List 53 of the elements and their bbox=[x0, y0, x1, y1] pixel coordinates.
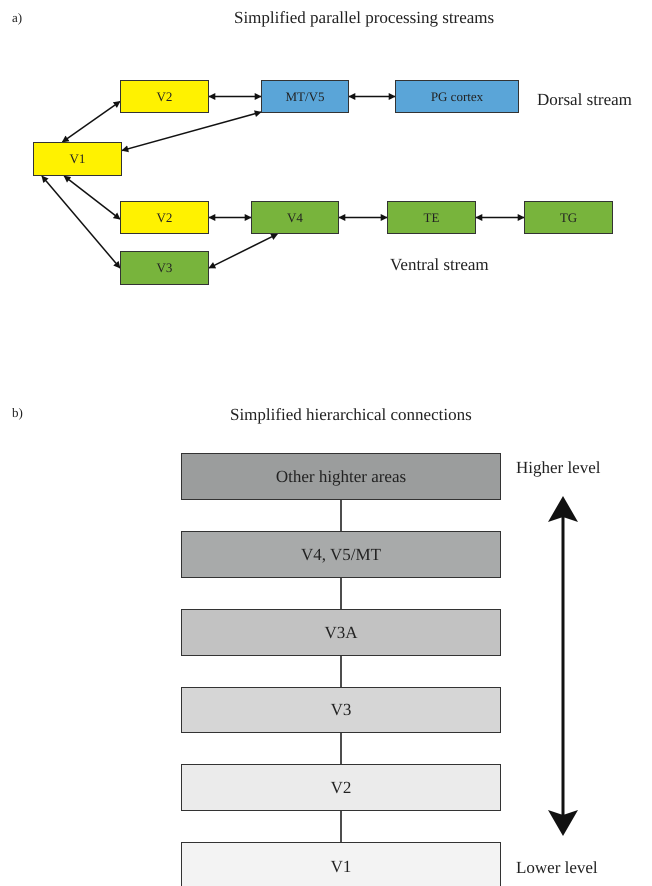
area-label: V4, V5/MT bbox=[301, 544, 381, 564]
connector-line bbox=[340, 733, 342, 764]
area-label: V2 bbox=[156, 88, 172, 104]
area-box bbox=[251, 201, 339, 234]
area-box bbox=[120, 251, 209, 285]
area-label: V2 bbox=[330, 778, 352, 798]
level-box bbox=[181, 531, 501, 578]
area-label: V3 bbox=[330, 700, 352, 720]
annotation-label: Higher level bbox=[516, 458, 600, 478]
area-box bbox=[261, 80, 349, 113]
connector-line bbox=[340, 811, 342, 842]
area-label: V4 bbox=[287, 210, 303, 226]
double-arrow bbox=[338, 214, 388, 221]
level-box bbox=[181, 453, 501, 500]
panel-letter: b) bbox=[12, 405, 23, 421]
level-box bbox=[181, 764, 501, 811]
area-label: Other highter areas bbox=[276, 466, 406, 486]
area-box bbox=[395, 80, 519, 113]
panel-letter: a) bbox=[12, 10, 22, 26]
panel-title: Simplified hierarchical connections bbox=[230, 405, 472, 425]
area-label: PG cortex bbox=[430, 88, 484, 104]
panel-title: Simplified parallel processing streams bbox=[234, 8, 494, 28]
connector-line bbox=[340, 500, 342, 531]
level-box bbox=[181, 842, 501, 886]
double-arrow bbox=[208, 233, 278, 269]
area-label: V2 bbox=[156, 210, 172, 226]
area-label: MT/V5 bbox=[286, 88, 324, 104]
double-arrow bbox=[121, 110, 262, 152]
double-arrow bbox=[64, 175, 121, 220]
area-label: TG bbox=[560, 210, 578, 226]
double-arrow bbox=[208, 93, 262, 100]
annotation-label: Lower level bbox=[516, 858, 598, 878]
area-label: V1 bbox=[70, 151, 86, 167]
area-label: V3A bbox=[324, 622, 358, 642]
connector-line bbox=[340, 656, 342, 687]
double-arrow bbox=[62, 100, 121, 143]
annotation-label: Dorsal stream bbox=[537, 90, 632, 110]
area-box bbox=[387, 201, 476, 234]
area-label: TE bbox=[424, 210, 440, 226]
connector-line bbox=[340, 578, 342, 609]
double-arrow bbox=[208, 214, 252, 221]
level-box bbox=[181, 687, 501, 733]
level-box bbox=[181, 609, 501, 656]
annotation-label: Ventral stream bbox=[390, 255, 489, 275]
area-box bbox=[524, 201, 613, 234]
double-arrow bbox=[41, 175, 121, 269]
area-label: V1 bbox=[330, 857, 352, 877]
area-box bbox=[33, 142, 122, 176]
area-label: V3 bbox=[156, 260, 172, 276]
double-arrow bbox=[348, 93, 396, 100]
area-box bbox=[120, 201, 209, 234]
double-arrow bbox=[475, 214, 525, 221]
area-box bbox=[120, 80, 209, 113]
